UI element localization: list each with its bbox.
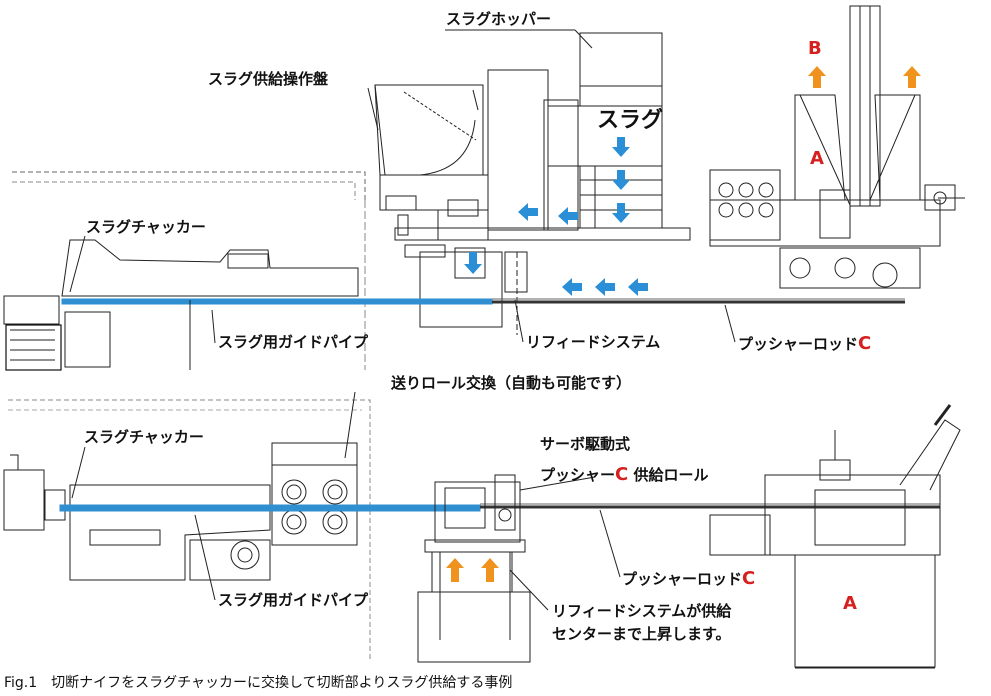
down-arrow-icon <box>612 137 630 157</box>
guide-pipe-bottom <box>59 504 481 512</box>
label-guide-pipe-bottom: スラグ用ガイドパイプ <box>218 591 369 609</box>
label-slag: スラグ <box>597 108 664 133</box>
pusher-machine-bottom <box>764 474 941 556</box>
mark-B: B <box>808 38 822 59</box>
leader-lines <box>69 29 736 611</box>
left-arrow-icon <box>518 203 538 221</box>
refeed-system-top <box>419 251 503 328</box>
left-arrow-icon <box>562 278 582 296</box>
up-arrow-icon <box>808 66 826 88</box>
guide-pipe-top <box>61 298 493 305</box>
label-slag-hopper: スラグホッパー <box>446 10 552 28</box>
left-arrow-icon <box>558 207 578 225</box>
feed-roll-stand <box>271 442 358 466</box>
left-arrow-icon <box>595 278 615 296</box>
supply-panel-body <box>374 84 484 176</box>
slag-flow-arrows <box>464 137 648 296</box>
down-arrow-icon <box>464 252 482 274</box>
figure-caption: Fig.1 切断ナイフをスラグチャッカーに交換して切断部よりスラグ供給する事例 <box>4 675 513 691</box>
label-feed-roll-change: 送りロール交換（自動も可能です） <box>391 374 632 392</box>
label-refeed-system-top: リフィードシステム <box>526 333 661 351</box>
label-refeed-rise-2: センターまで上昇します。 <box>552 625 731 643</box>
label-pusher-supply-roll: プッシャーC 供給ロール <box>540 464 709 485</box>
mark-A-bottom: A <box>843 593 857 614</box>
mark-A-top: A <box>810 148 824 169</box>
servo-supply-roll <box>434 481 521 543</box>
up-arrow-icon <box>903 66 921 88</box>
label-guide-pipe-top: スラグ用ガイドパイプ <box>218 333 369 351</box>
label-slag-chucker-bottom: スラグチャッカー <box>84 428 204 446</box>
label-slag-supply-panel: スラグ供給操作盤 <box>208 70 329 88</box>
dashed-frame-bottom <box>8 399 371 660</box>
slag-hopper-box <box>579 32 663 87</box>
label-pusher-rod-top: プッシャーロッドC <box>738 333 872 354</box>
down-arrow-icon <box>612 203 630 223</box>
label-slag-chucker-top: スラグチャッカー <box>86 218 206 236</box>
label-pusher-rod-bottom: プッシャーロッドC <box>622 568 756 589</box>
down-arrow-icon <box>612 170 630 190</box>
lift-arrows <box>446 66 921 582</box>
pusher-column <box>849 5 881 207</box>
label-refeed-rise-1: リフィードシステムが供給 <box>552 602 732 620</box>
dashed-frame-top <box>12 171 366 200</box>
label-servo-drive: サーボ駆動式 <box>540 435 631 453</box>
up-arrow-icon <box>481 558 499 582</box>
up-arrow-icon <box>446 558 464 582</box>
left-arrow-icon <box>628 278 648 296</box>
